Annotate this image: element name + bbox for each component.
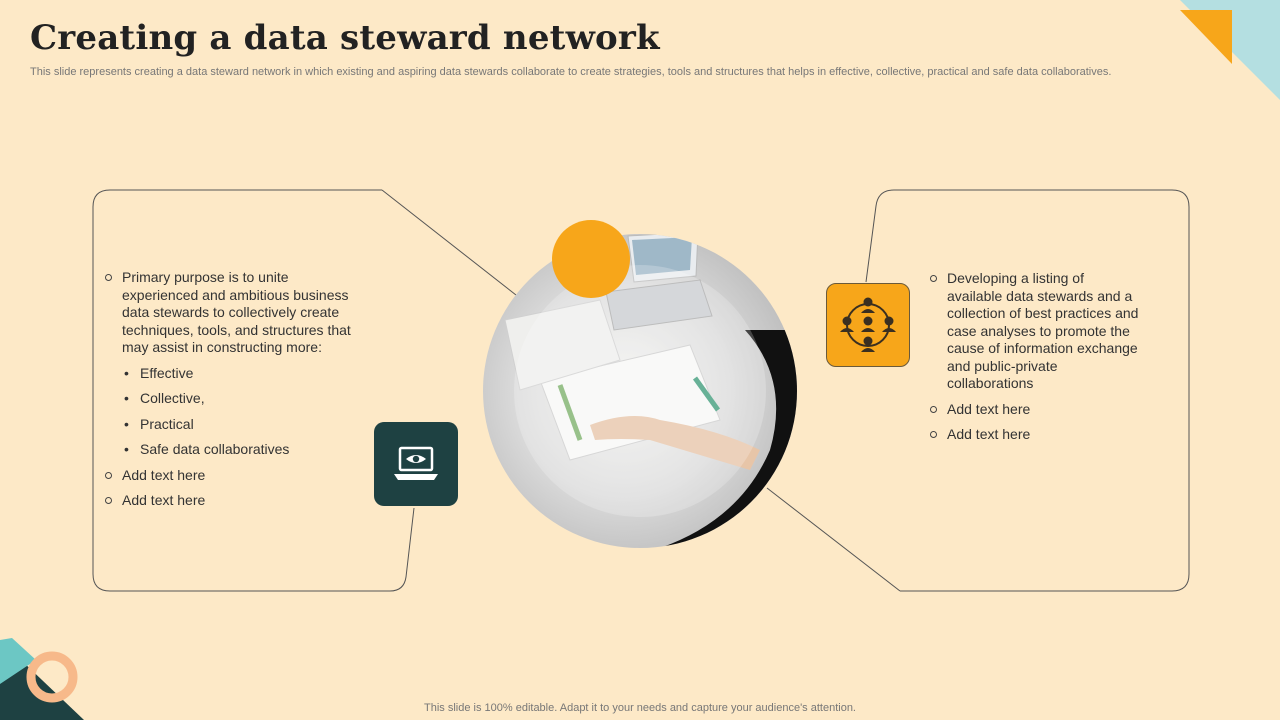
center-photo (483, 234, 797, 548)
people-network-icon (840, 297, 896, 352)
right-extra-item: Add text here (928, 426, 1140, 444)
left-extra-item: Add text here (103, 467, 365, 485)
left-extra-item: Add text here (103, 492, 365, 510)
left-intro-item: Primary purpose is to unite experienced … (103, 269, 365, 459)
orange-accent-circle (552, 220, 630, 298)
bullet-item: Collective, (122, 390, 365, 408)
left-bullet-list: Effective Collective, Practical Safe dat… (122, 365, 365, 459)
right-panel-outline (865, 189, 1190, 592)
left-intro-text: Primary purpose is to unite experienced … (122, 269, 351, 355)
monitor-eye-icon (394, 446, 438, 480)
left-panel-text: Primary purpose is to unite experienced … (103, 269, 365, 518)
corner-triangle-orange (1180, 10, 1232, 64)
right-extra-item: Add text here (928, 401, 1140, 419)
right-intro-item: Developing a listing of available data s… (928, 270, 1140, 393)
page-subtitle: This slide represents creating a data st… (30, 66, 1112, 78)
footer-note: This slide is 100% editable. Adapt it to… (424, 702, 856, 714)
people-network-icon-box (826, 283, 910, 367)
left-panel-outline (92, 189, 415, 592)
bullet-item: Effective (122, 365, 365, 383)
right-connector-line (766, 487, 901, 592)
bullet-item: Practical (122, 416, 365, 434)
corner-ring (26, 651, 78, 703)
monitor-eye-icon-box (374, 422, 458, 506)
right-panel-text: Developing a listing of available data s… (928, 270, 1140, 452)
page-title: Creating a data steward network (30, 18, 660, 58)
corner-triangle-teal (0, 638, 36, 684)
left-connector-line (381, 189, 517, 296)
bullet-item: Safe data collaboratives (122, 441, 365, 459)
